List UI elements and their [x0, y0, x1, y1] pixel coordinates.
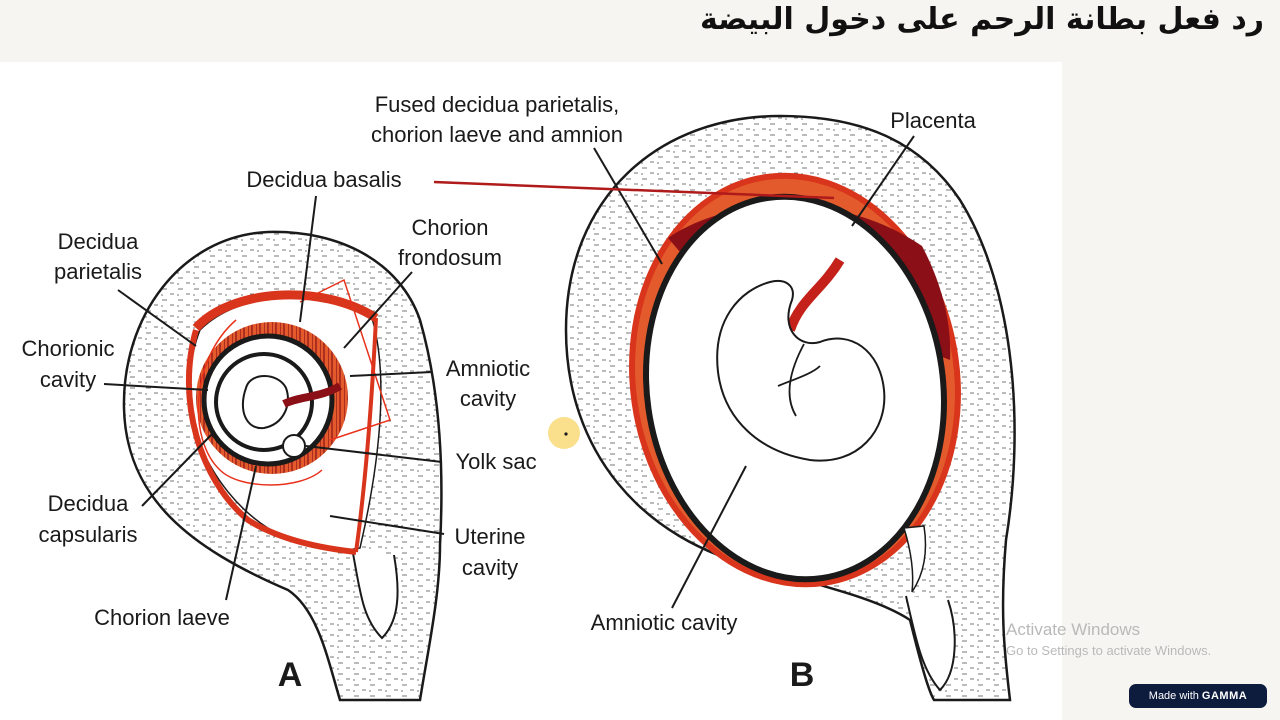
label-chorion-frondosum-1: Chorion [411, 215, 488, 240]
label-decidua-parietalis-2: parietalis [54, 259, 142, 284]
decidua-capsularis-a [186, 329, 357, 555]
made-with-gamma-badge[interactable]: Made with GAMMA [1129, 684, 1267, 708]
decidua-basalis-leader [433, 180, 835, 200]
label-uterine-cavity-1: Uterine [455, 524, 526, 549]
panel-a-figure [122, 230, 443, 702]
badge-prefix: Made with [1148, 690, 1199, 702]
label-chorionic-cavity-1: Chorionic [22, 336, 115, 361]
umbilical-cord-b [785, 257, 845, 332]
label-decidua-basalis: Decidua basalis [246, 167, 401, 192]
label-placenta: Placenta [890, 108, 976, 133]
badge-brand: GAMMA [1201, 690, 1248, 702]
label-amniotic-cavity-b: Amniotic cavity [591, 610, 738, 635]
label-fused-2: chorion laeve and amnion [371, 122, 623, 147]
label-decidua-parietalis-1: Decidua [58, 229, 139, 254]
connecting-stalk-a [282, 382, 343, 408]
watermark-line2: Go to Settings to activate Windows. [1006, 643, 1211, 658]
leader-lines-a [103, 195, 445, 601]
cervix-a [351, 547, 399, 640]
label-amniotic-cavity-a-1: Amniotic [446, 356, 530, 381]
cervix-b [905, 595, 956, 692]
label-decidua-capsularis-1: Decidua [48, 491, 129, 516]
decidua-parietalis-a [192, 290, 379, 332]
label-amniotic-cavity-a-2: cavity [460, 386, 516, 411]
yolk-sac-a [282, 434, 306, 458]
label-decidua-capsularis-2: capsularis [38, 522, 137, 547]
cursor-highlight [548, 417, 580, 449]
label-chorionic-cavity-2: cavity [40, 367, 96, 392]
label-chorion-laeve: Chorion laeve [94, 605, 230, 630]
fetus-b [716, 280, 886, 462]
embryo-a [241, 375, 289, 430]
leader-lines-b [593, 135, 915, 609]
slide-title: رد فعل بطانة الرحم على دخول البيضة [700, 2, 1264, 37]
panel-b-figure [564, 114, 1016, 702]
label-uterine-cavity-2: cavity [462, 555, 518, 580]
label-chorion-frondosum-2: frondosum [398, 245, 502, 270]
panel-b-letter: B [790, 656, 815, 694]
annotation-scribble [197, 278, 391, 486]
panel-a-letter: A [278, 656, 303, 694]
watermark-line1: Activate Windows [1006, 620, 1140, 639]
label-fused-1: Fused decidua parietalis, [375, 92, 620, 117]
residual-uterine-cavity-b [903, 525, 927, 593]
label-yolk-sac: Yolk sac [455, 449, 536, 474]
